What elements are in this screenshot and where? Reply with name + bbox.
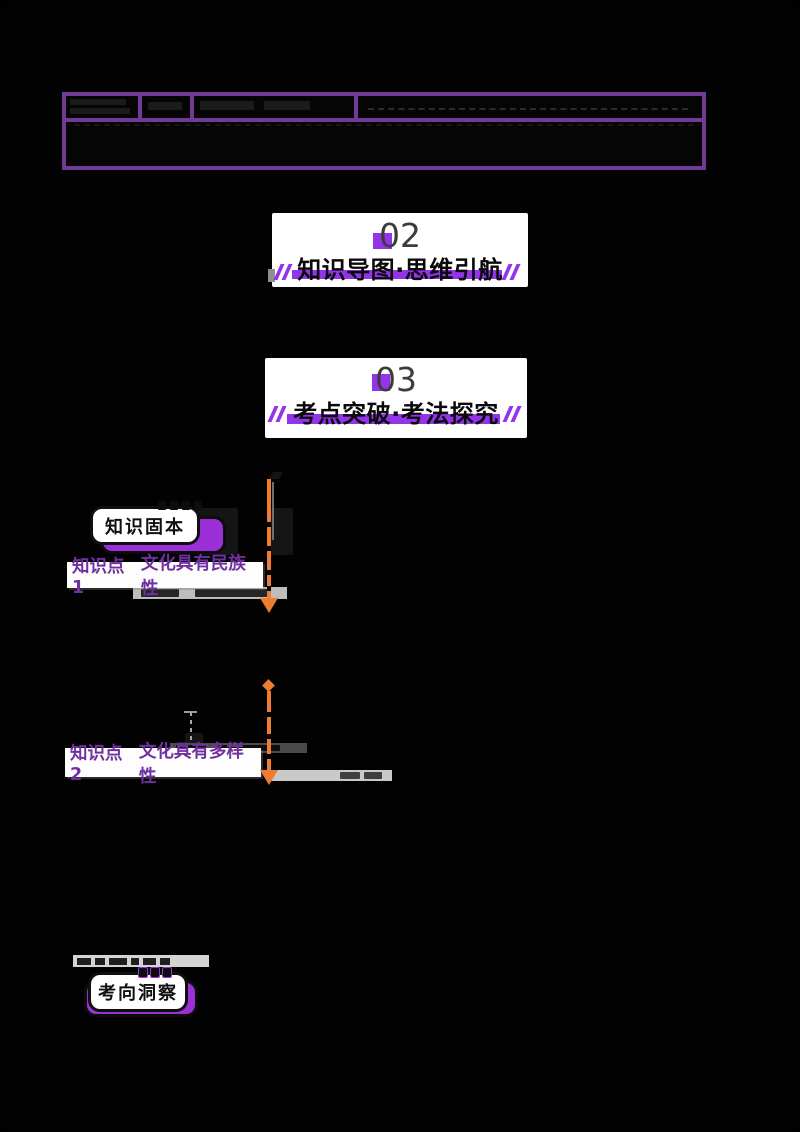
binder-dot: [150, 967, 160, 978]
arrow-dash-gap: [267, 712, 271, 717]
form-divider: [190, 96, 194, 118]
redacted-text: [143, 957, 156, 965]
arrow-shadow-line: [272, 482, 274, 540]
section-title: 考点突破·考法探究: [293, 400, 499, 428]
redacted-text: [77, 957, 91, 965]
form-field-1: [66, 96, 138, 118]
arrow-dash-gap: [267, 522, 271, 527]
redacted-text: [70, 99, 126, 105]
title-underline-bar: [292, 270, 502, 279]
arrow-tail-diamond: [262, 679, 275, 692]
kp-title: 文化具有民族性: [140, 554, 246, 599]
subheading-bar: [133, 587, 287, 599]
binder-dot: [158, 501, 166, 510]
redacted-text: [200, 101, 254, 110]
redacted-text: [195, 589, 269, 597]
double-slash-icon: [267, 406, 286, 422]
arrow-shaft: [267, 691, 271, 771]
redacted-text: [264, 101, 310, 110]
redacted-text: [160, 957, 170, 965]
redacted-heading-glyph: [185, 733, 203, 745]
double-slash-icon: [501, 264, 520, 280]
knowledge-point-2-label: 知识点2 文化具有多样性: [65, 742, 261, 787]
arrow-head: [260, 770, 278, 785]
kp-number: 知识点2: [70, 744, 123, 785]
fill-in-line: [74, 124, 694, 126]
decorative-notch: [268, 269, 275, 282]
section-number: 03: [375, 360, 417, 399]
section-number-marker: [373, 233, 392, 249]
arrow-head: [260, 598, 278, 613]
arrow-dash-gap: [267, 586, 271, 591]
form-field-2: [142, 96, 190, 118]
faint-caption-strip: [73, 955, 209, 967]
section-02-header: 02 知识导图·思维引航: [268, 213, 528, 287]
arrow-dash-gap: [267, 734, 271, 739]
redacted-text: [364, 772, 382, 779]
down-arrow-icon: [258, 470, 288, 620]
form-divider: [138, 96, 142, 118]
header-info-form: [62, 92, 706, 170]
binder-dots-icon: [158, 501, 202, 510]
form-field-blank-line: [358, 96, 702, 118]
subheading-bar: [268, 770, 392, 781]
section-number: 02: [379, 216, 421, 255]
ink-mark: [268, 472, 284, 479]
double-slash-icon: [273, 264, 292, 280]
redacted-text: [141, 589, 179, 597]
binder-dots-icon: [138, 967, 172, 978]
redacted-text: [131, 957, 139, 965]
badge-label: 考向洞察: [88, 972, 188, 1012]
double-slash-icon: [502, 406, 521, 422]
title-underline-bar: [287, 414, 500, 424]
arrow-shaft: [267, 479, 271, 599]
arrow-dash-gap: [267, 754, 271, 759]
kp-number: 知识点1: [72, 556, 125, 598]
redacted-text: [70, 108, 130, 114]
binder-dot: [170, 501, 178, 510]
form-header-row: [66, 96, 702, 122]
redacted-text: [148, 102, 182, 110]
dashed-tick-line: [190, 712, 192, 759]
exam-insight-badge: 考向洞察: [82, 966, 212, 1021]
redacted-text: [340, 772, 360, 779]
knowledge-point-1-label: 知识点1 文化具有民族性: [67, 554, 263, 599]
fill-in-line: [368, 108, 688, 110]
section-title: 知识导图·思维引航: [297, 256, 503, 284]
binder-dot: [194, 501, 202, 510]
badge-label: 知识固本: [90, 506, 200, 545]
arrow-dash-gap: [267, 546, 271, 551]
binder-dot: [182, 501, 190, 510]
section-number-marker: [372, 374, 390, 391]
form-notes-area: [66, 122, 702, 162]
binder-dot: [162, 967, 172, 978]
form-divider: [354, 96, 358, 118]
binder-dot: [138, 967, 148, 978]
down-arrow-icon: [258, 678, 288, 793]
section-03-header: 03 考点突破·考法探究: [265, 358, 527, 438]
kp-title: 文化具有多样性: [138, 741, 244, 787]
redacted-heading-glyph: [270, 508, 293, 555]
arrow-dash-gap: [267, 570, 271, 575]
form-field-3: [194, 96, 354, 118]
redacted-text: [95, 957, 105, 965]
knowledge-base-badge: 知识固本: [90, 500, 240, 560]
redacted-text: [109, 957, 127, 965]
